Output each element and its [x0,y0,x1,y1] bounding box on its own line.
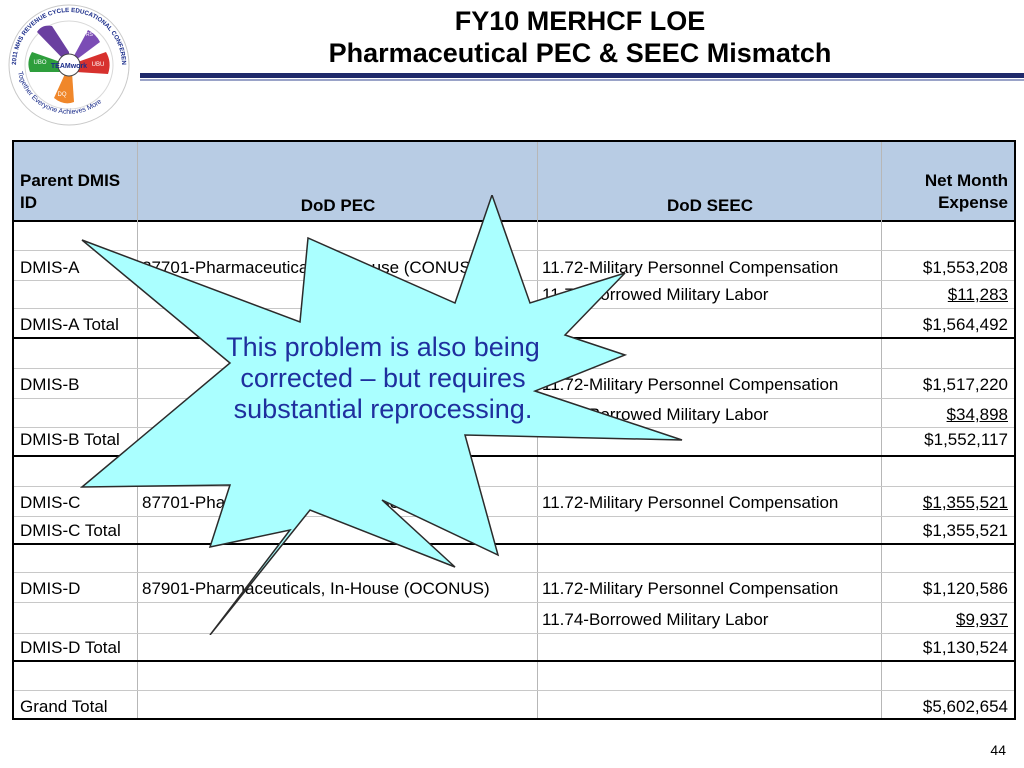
cell-seec: 11.72-Military Personnel Compensation [542,258,839,277]
callout-text: This problem is also being corrected – b… [226,332,540,424]
logo-center-text: TEAMwork [51,63,87,70]
starburst-shape [79,195,683,635]
page-number: 44 [990,742,1006,758]
cell-seec: 11.72-Military Personnel Compensation [542,579,839,598]
cell-amount: $1,130,524 [922,638,1008,657]
starburst-callout [79,195,683,635]
cell-amount: $1,564,492 [922,315,1008,334]
row-divider [14,690,1014,691]
cell-amount: $1,517,220 [922,375,1008,394]
slide-title-line-1: FY10 MERHCF LOE [454,6,706,36]
cell-amount: $1,553,208 [922,258,1008,277]
group-divider [14,660,1014,662]
cell-dmis-id: DMIS-B Total [20,430,120,449]
title-divider-accent [140,79,1024,81]
title-divider [140,73,1024,78]
row-divider [14,516,1014,517]
table-header [14,142,1014,222]
logo-hand-label: DQ [58,92,67,98]
row-divider [14,250,1014,251]
row-divider [14,602,1014,603]
cell-dmis-id: Grand Total [20,697,108,716]
conference-logo: TEAMwork MEPRS UBO UBU DQ 2011 MHS REVEN… [0,0,136,128]
cell-amount: $1,355,521 [922,521,1008,540]
cell-amount: $1,355,521 [922,493,1008,512]
cell-dmis-id: DMIS-C [20,493,81,512]
cell-amount: $1,552,117 [924,430,1008,449]
cell-seec: 11.72-Military Personnel Compensation [542,493,839,512]
cell-amount: $1,120,586 [922,579,1008,598]
header-net-month-expense: Net Month Expense [924,171,1008,212]
cell-dmis-id: DMIS-A [20,258,80,277]
cell-dmis-id: DMIS-A Total [20,315,119,334]
cell-amount: $11,283 [947,285,1008,304]
cell-amount: $34,898 [946,405,1008,424]
column-divider [881,142,882,718]
cell-seec: 11.72-Military Personnel Compensation [542,375,839,394]
header-parent-dmis-id: Parent DMIS ID [20,171,121,212]
column-divider [137,142,138,718]
cell-amount: $9,937 [956,610,1008,629]
cell-pec: 87901-Pharmaceuticals, In-House (OCONUS) [142,579,490,598]
slide-title-line-2: Pharmaceutical PEC & SEEC Mismatch [328,38,832,68]
cell-seec: 11.74-Borrowed Military Labor [542,610,769,629]
row-divider [14,486,1014,487]
logo-hand-label: UBU [92,62,105,68]
cell-dmis-id: DMIS-C Total [20,521,121,540]
cell-dmis-id: DMIS-D Total [20,638,121,657]
header-dod-seec: DoD SEEC [667,196,753,215]
cell-dmis-id: DMIS-B [20,375,80,394]
row-divider [14,572,1014,573]
logo-hand-label: MEPRS [75,32,93,38]
row-divider [14,633,1014,634]
cell-dmis-id: DMIS-D [20,579,81,598]
group-divider [14,543,1014,545]
header-dod-pec: DoD PEC [300,196,376,215]
cell-amount: $5,602,654 [922,697,1008,716]
group-divider [14,455,1014,457]
logo-hand-label: UBO [33,60,46,66]
